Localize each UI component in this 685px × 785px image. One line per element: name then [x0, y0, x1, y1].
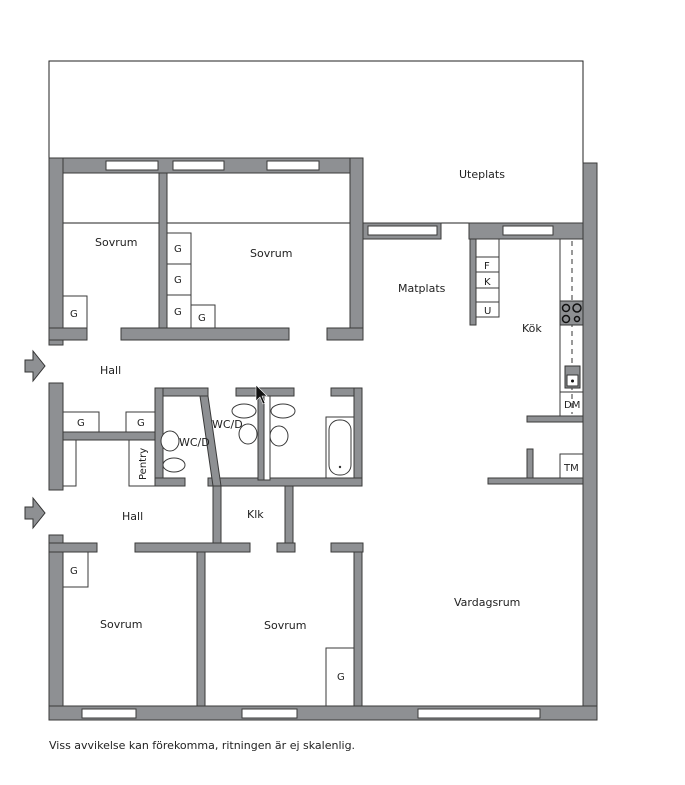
svg-text:G: G: [137, 418, 145, 429]
disclaimer: Viss avvikelse kan förekomma, ritningen …: [49, 739, 356, 752]
svg-text:G: G: [174, 275, 182, 286]
svg-text:G: G: [198, 313, 206, 324]
dishwasher-label: DM: [564, 400, 580, 411]
room-klk: Klk: [247, 508, 264, 521]
room-vardagsrum: Vardagsrum: [454, 596, 520, 609]
svg-text:G: G: [174, 307, 182, 318]
svg-text:G: G: [70, 566, 78, 577]
room-uteplats: Uteplats: [459, 168, 505, 181]
room-sovrum-2: Sovrum: [250, 247, 292, 260]
cursor-icon: [255, 384, 268, 405]
room-hall-1: Hall: [100, 364, 121, 377]
room-matplats: Matplats: [398, 282, 446, 295]
walls: [48, 157, 598, 721]
room-sovrum-3: Sovrum: [100, 618, 142, 631]
closet-label: G: [70, 309, 78, 320]
room-wc-2: WC/D: [212, 418, 243, 431]
windows: [81, 160, 554, 719]
svg-text:U: U: [484, 306, 491, 317]
room-sovrum-1: Sovrum: [95, 236, 137, 249]
terrace-outline: [48, 60, 584, 224]
svg-text:G: G: [337, 672, 345, 683]
dryer-label: TM: [563, 463, 579, 474]
svg-text:F: F: [484, 261, 490, 272]
room-hall-2: Hall: [122, 510, 143, 523]
arrow-right-icon: [24, 349, 46, 383]
room-wc-1: WC/D: [179, 436, 210, 449]
room-labels: Uteplats Sovrum Sovrum Matplats Kök Hall…: [95, 168, 542, 632]
svg-text:G: G: [77, 418, 85, 429]
fixtures: G G G G G G G Pentry G G F K U: [62, 232, 584, 707]
room-sovrum-4: Sovrum: [264, 619, 306, 632]
room-kok: Kök: [522, 322, 542, 335]
svg-text:G: G: [174, 244, 182, 255]
pentry-label: Pentry: [138, 448, 149, 480]
svg-text:K: K: [484, 277, 491, 288]
arrow-right-icon: [24, 496, 46, 530]
